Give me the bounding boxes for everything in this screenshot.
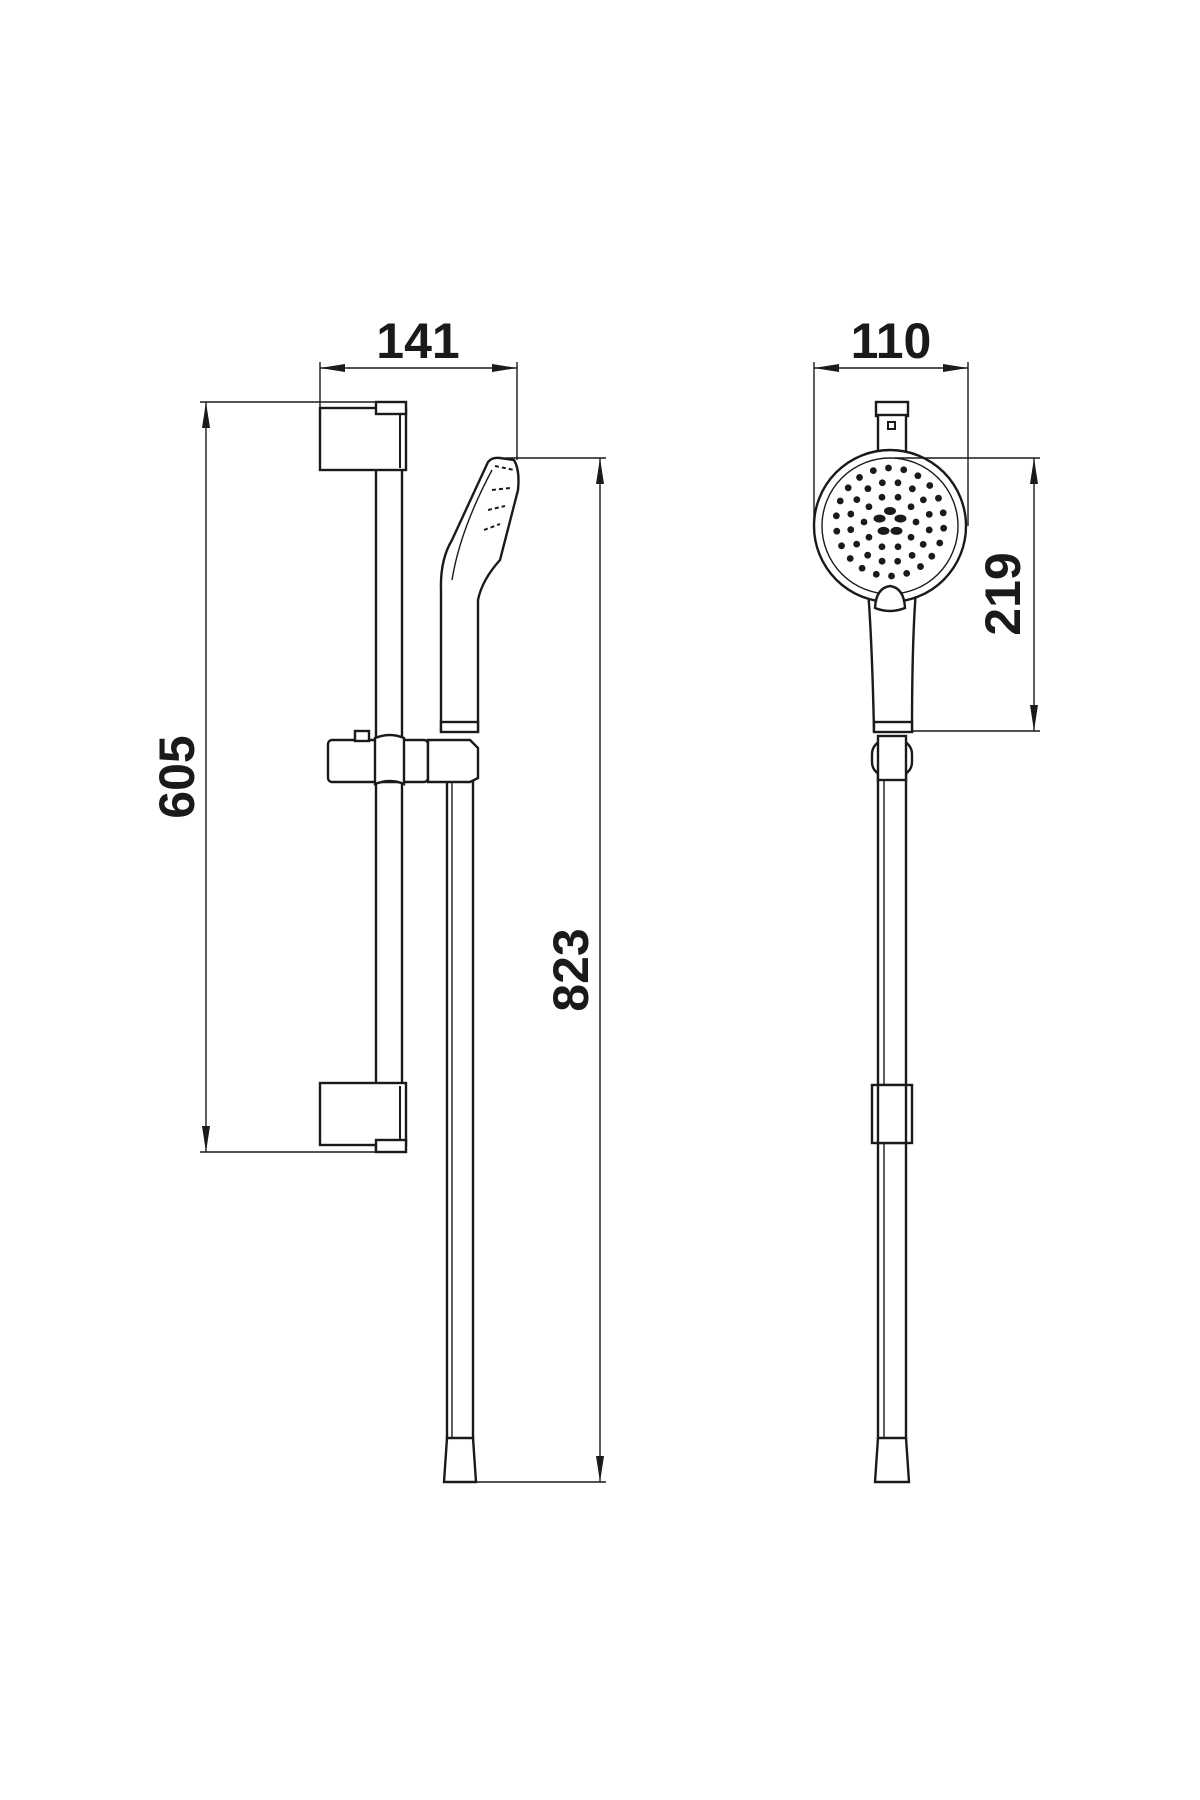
slider-holder <box>326 729 480 786</box>
hose-end-cone <box>442 1436 478 1484</box>
nozzle-dot <box>936 539 944 547</box>
nozzle-dot <box>878 543 886 551</box>
nozzle-dot <box>860 518 868 526</box>
nozzle-dot <box>908 485 916 493</box>
nozzle-dot <box>864 485 872 493</box>
nozzle-dot <box>878 479 886 487</box>
nozzle-dot <box>853 540 861 548</box>
nozzle-dot <box>894 493 902 501</box>
nozzle-dot <box>925 526 933 534</box>
center-nozzle <box>890 526 903 535</box>
nozzle-dot <box>865 503 873 511</box>
nozzle-dot <box>907 533 915 541</box>
nozzle-dot <box>844 484 852 492</box>
front-view: 110 219 <box>812 313 1040 1484</box>
nozzle-dot <box>925 510 933 518</box>
dimension-label-110: 110 <box>851 313 932 369</box>
hose <box>445 776 475 1442</box>
nozzle-dot <box>847 526 855 534</box>
nozzle-dot <box>894 543 902 551</box>
dimension-label-823: 823 <box>543 928 599 1011</box>
dimension-label-141: 141 <box>376 313 459 369</box>
hand-shower-head-front <box>812 448 968 613</box>
nozzle-dot <box>878 557 886 565</box>
nozzle-dot <box>832 512 840 520</box>
nozzle-dot <box>919 540 927 548</box>
nozzle-dot <box>939 509 947 517</box>
nozzle-dot <box>908 551 916 559</box>
dimension-605: 605 <box>149 401 400 1153</box>
nozzle-dot <box>900 466 908 474</box>
dimension-label-605: 605 <box>149 735 205 818</box>
dimension-141: 141 <box>319 313 518 460</box>
nozzle-dot <box>935 494 942 502</box>
nozzle-dot <box>912 518 920 526</box>
nozzle-dot <box>878 493 886 501</box>
nozzle-dot <box>907 503 915 511</box>
nozzle-dot <box>914 472 922 480</box>
nozzle-dot <box>833 527 841 535</box>
center-nozzle <box>877 526 890 535</box>
nozzle-dot <box>926 482 934 489</box>
hand-shower-side <box>439 456 520 734</box>
dimension-label-219: 219 <box>975 552 1031 635</box>
nozzle-dot <box>869 467 877 475</box>
mode-button <box>873 584 907 613</box>
nozzle-dot <box>858 564 866 572</box>
dimension-219: 219 <box>895 457 1040 732</box>
spray-nozzles <box>832 464 948 580</box>
hose-end-cone-front <box>873 1436 911 1484</box>
nozzle-dot <box>928 552 936 560</box>
center-nozzle <box>873 514 886 523</box>
nozzle-dot <box>917 563 924 570</box>
bottom-clip <box>870 1083 914 1145</box>
nozzle-dot <box>856 474 863 481</box>
holder-clip <box>870 734 914 782</box>
dimension-110: 110 <box>813 313 969 526</box>
nozzle-dot <box>872 570 880 578</box>
nozzle-dot <box>919 496 927 504</box>
nozzle-dot <box>864 551 872 559</box>
center-nozzle <box>884 507 896 515</box>
nozzle-dot <box>940 524 948 532</box>
nozzle-dot <box>838 542 845 550</box>
top-wall-bracket <box>318 400 408 472</box>
nozzle-dot <box>846 555 854 562</box>
center-nozzle <box>894 514 907 523</box>
nozzle-dot <box>894 479 902 487</box>
nozzle-dot <box>888 572 895 580</box>
nozzle-dot <box>885 464 892 472</box>
nozzle-dot <box>865 533 873 541</box>
side-view: 141 605 823 <box>149 313 606 1484</box>
nozzle-dot <box>847 510 855 518</box>
nozzle-dot <box>853 496 861 504</box>
nozzle-dot <box>836 497 844 505</box>
dimension-823: 823 <box>476 457 606 1483</box>
nozzle-dot <box>903 569 911 577</box>
bottom-wall-bracket <box>318 1081 408 1154</box>
nozzle-dot <box>894 557 902 565</box>
